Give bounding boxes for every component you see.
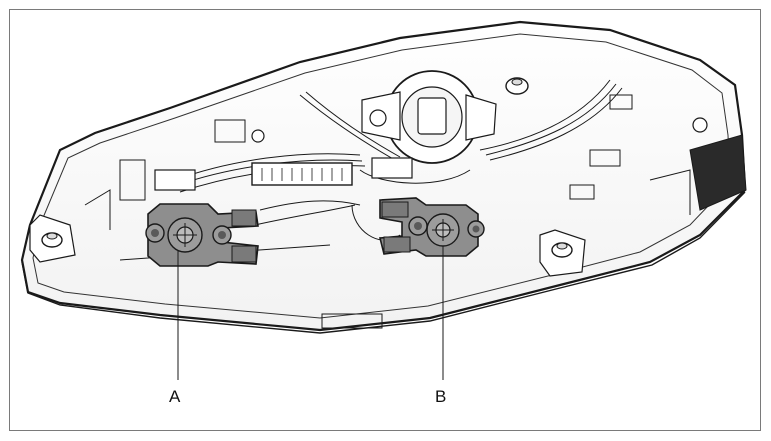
housing-lower-lip	[21, 191, 746, 334]
mounting-stud-right	[539, 229, 586, 277]
callout-label-a: A	[169, 387, 181, 406]
screw-boss-upper-left	[251, 129, 265, 143]
right-flange	[689, 134, 747, 211]
screw-boss-right	[692, 117, 708, 133]
mounting-stud-top	[505, 77, 529, 95]
mounting-stud-left	[29, 214, 76, 263]
bulb-holder-b	[378, 197, 485, 257]
bulb-socket-connector	[417, 97, 447, 135]
callout-label-b: B	[435, 387, 447, 406]
bulb-holder-a	[145, 203, 259, 267]
